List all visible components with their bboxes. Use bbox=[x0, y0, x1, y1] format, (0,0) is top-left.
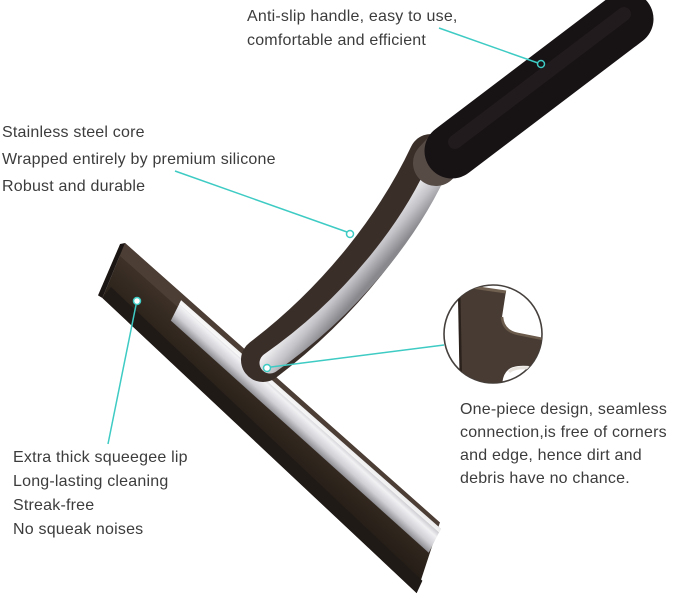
callouts bbox=[107, 27, 546, 445]
annotation-squeegee-lip: Extra thick squeegee lip Long-lasting cl… bbox=[13, 446, 188, 542]
annotation-steel-core-line2: Wrapped entirely by premium silicone bbox=[2, 151, 276, 168]
annotation-one-piece-line1: One-piece design, seamless bbox=[460, 401, 668, 418]
callout-line-onepiece bbox=[270, 344, 445, 368]
callout-line-lip bbox=[107, 304, 137, 445]
neck-steel-core bbox=[259, 152, 451, 374]
callout-line-handle bbox=[438, 27, 539, 64]
tjoint-bottom-sheen bbox=[507, 366, 542, 374]
annotation-handle: Anti-slip handle, easy to use, comfortab… bbox=[247, 5, 458, 53]
annotation-one-piece-line3: and edge, hence dirt and bbox=[460, 447, 642, 464]
blade-squeegee-lip bbox=[102, 286, 423, 594]
callout-marker-onepiece bbox=[262, 363, 272, 373]
tjoint-fillet-highlight bbox=[500, 316, 542, 342]
annotation-squeegee-lip-line2: Long-lasting cleaning bbox=[13, 473, 169, 490]
annotation-steel-core-line3: Robust and durable bbox=[2, 178, 146, 195]
blade-left-endcap bbox=[98, 243, 125, 298]
annotation-one-piece: One-piece design, seamless connection,is… bbox=[460, 398, 667, 490]
annotation-one-piece-line4: debris have no chance. bbox=[460, 470, 630, 487]
blade-steel-channel bbox=[170, 300, 441, 553]
handle-sheen bbox=[448, 7, 631, 149]
callout-line-core bbox=[174, 170, 348, 233]
annotation-squeegee-lip-line3: Streak-free bbox=[13, 497, 95, 514]
annotation-steel-core-line1: Stainless steel core bbox=[2, 124, 145, 141]
detail-inset bbox=[443, 284, 543, 384]
annotation-handle-line2: comfortable and efficient bbox=[247, 32, 427, 49]
tjoint-body bbox=[458, 285, 542, 383]
annotation-one-piece-line2: connection,is free of corners bbox=[460, 424, 667, 441]
annotation-handle-line1: Anti-slip handle, easy to use, bbox=[247, 8, 458, 25]
callout-marker-core bbox=[345, 229, 355, 239]
callout-marker-handle bbox=[536, 59, 546, 69]
annotation-squeegee-lip-line1: Extra thick squeegee lip bbox=[13, 449, 188, 466]
callout-marker-lip bbox=[132, 296, 142, 306]
annotation-steel-core: Stainless steel core Wrapped entirely by… bbox=[2, 119, 276, 200]
neck-silicone-sleeve bbox=[241, 134, 453, 382]
annotation-squeegee-lip-line4: No squeak noises bbox=[13, 521, 144, 538]
